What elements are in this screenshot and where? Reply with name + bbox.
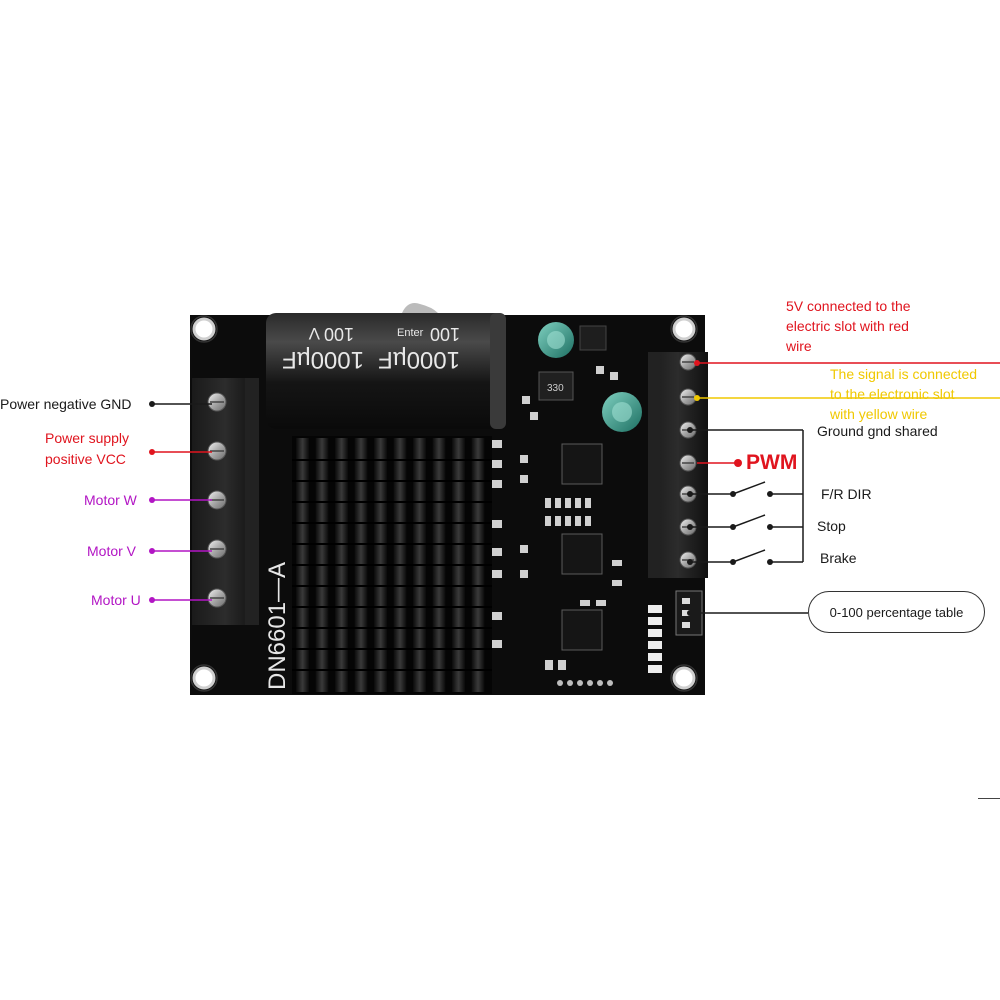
cap-capacity-a: 1000µF	[378, 346, 460, 373]
label-brake: Brake	[820, 550, 857, 566]
heat-sink	[292, 436, 492, 694]
label-power-supply-line2: positive VCC	[45, 451, 126, 467]
electrolytic-capacitor: 1000µF 1000µF 100 100 V Enter	[266, 303, 506, 429]
label-5v-line2: electric slot with red	[786, 318, 909, 334]
motor-power-terminal-block	[192, 378, 259, 625]
label-ground-shared: Ground gnd shared	[817, 423, 938, 439]
right-dots	[687, 360, 773, 616]
label-5v-line3: wire	[786, 338, 812, 354]
label-power-negative-gnd: Power negative GND	[0, 396, 132, 412]
cap-voltage-a: 100	[324, 324, 354, 344]
label-signal-line1: The signal is connected	[830, 366, 978, 382]
left-wires	[152, 403, 212, 601]
label-signal-line2: to the electronic slot	[830, 386, 955, 402]
label-signal-line3: with yellow wire	[830, 406, 928, 422]
control-terminal-block	[648, 352, 708, 578]
label-5v-line1: 5V connected to the	[786, 298, 911, 314]
label-motor-u: Motor U	[91, 592, 141, 608]
divider	[978, 798, 1000, 799]
percentage-table-box: 0-100 percentage table	[808, 591, 985, 633]
label-fr-dir: F/R DIR	[821, 486, 872, 502]
inductor-code: 330	[547, 383, 564, 394]
cap-capacity-b: 1000µF	[282, 346, 364, 373]
label-percentage-table: 0-100 percentage table	[829, 604, 964, 620]
label-motor-w: Motor W	[84, 492, 137, 508]
right-wires	[690, 362, 1000, 614]
left-dots	[149, 401, 155, 603]
mounting-holes	[192, 317, 696, 690]
chips: 330	[492, 322, 703, 686]
cap-unit: V	[308, 324, 320, 343]
label-power-supply-line1: Power supply	[45, 430, 130, 446]
board-model: DN6601—A	[264, 562, 291, 690]
label-pwm: PWM	[746, 451, 798, 474]
label-stop: Stop	[817, 518, 846, 534]
cap-brand: Enter	[397, 327, 424, 339]
label-motor-v: Motor V	[87, 543, 137, 559]
cap-voltage-b: 100	[430, 324, 460, 344]
